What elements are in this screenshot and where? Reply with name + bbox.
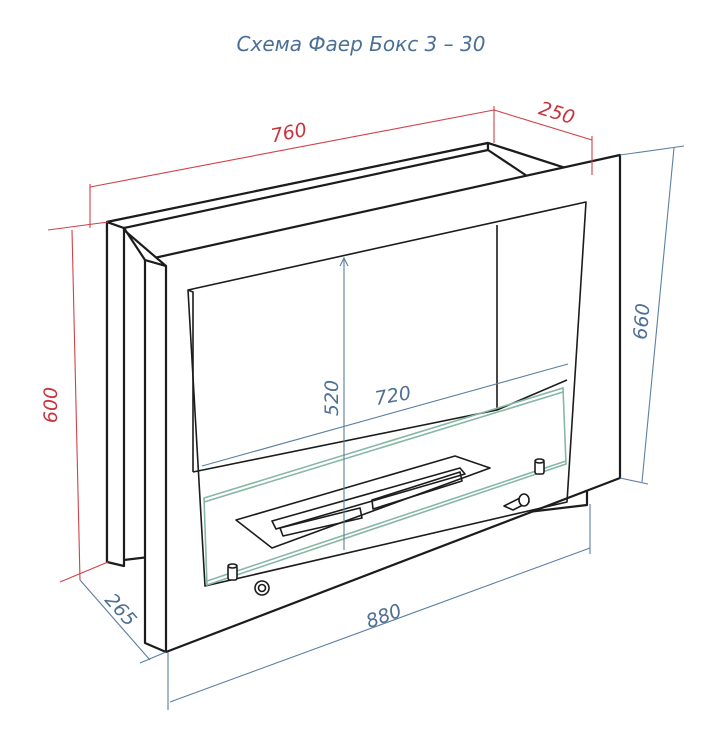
diagram-title: Схема Фаер Бокс 3 – 30 xyxy=(236,32,486,56)
dim-label-660: 660 xyxy=(629,302,654,340)
dimension-left-height: 600 xyxy=(40,221,109,583)
glass-holder-right xyxy=(534,458,545,475)
dim-label-265: 265 xyxy=(100,589,141,631)
damper-handle-icon xyxy=(503,493,530,511)
dimension-inner-height: 520 xyxy=(321,256,349,550)
fuel-port-icon xyxy=(254,580,270,596)
front-frame xyxy=(122,153,622,654)
glass-holder-left xyxy=(227,563,238,581)
dimension-right-height: 660 xyxy=(619,145,685,485)
dim-label-760: 760 xyxy=(269,119,309,148)
dimension-inner-width: 720 xyxy=(201,363,569,467)
glass-screen xyxy=(203,386,567,587)
dim-label-600: 600 xyxy=(40,387,62,423)
burner-tray xyxy=(235,455,491,549)
dim-label-880: 880 xyxy=(363,600,405,633)
dim-label-520: 520 xyxy=(321,380,343,416)
